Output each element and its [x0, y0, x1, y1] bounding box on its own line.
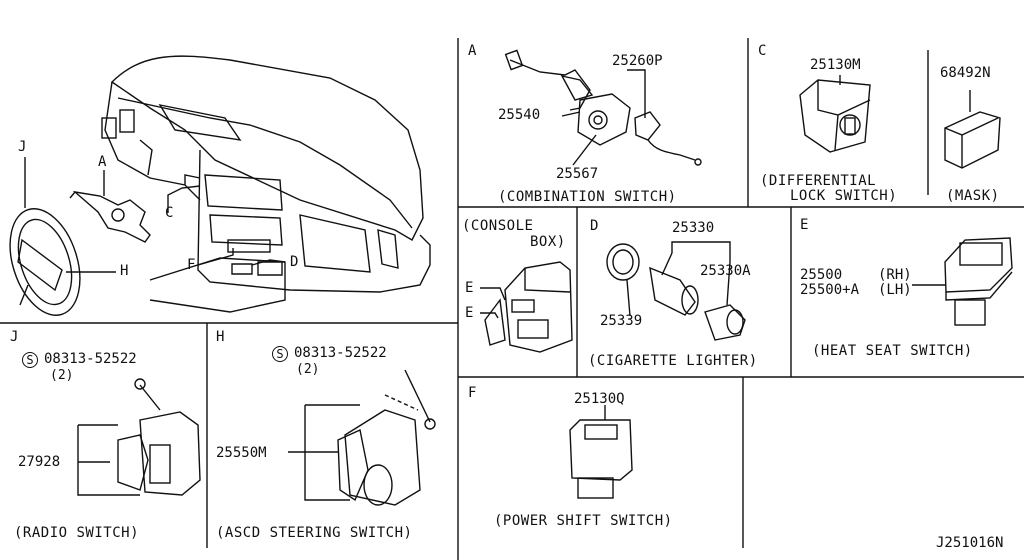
part-25130Q: 25130Q: [574, 391, 625, 407]
dashboard-illustration: [101, 55, 431, 313]
section-D-letter: D: [590, 218, 599, 234]
callout-A: A: [98, 154, 107, 170]
caption-combination-switch: (COMBINATION SWITCH): [498, 189, 677, 205]
caption-heat-seat-switch: (HEAT SEAT SWITCH): [812, 343, 973, 359]
power-shift-switch-illustration: [569, 405, 633, 499]
steering-wheel-illustration: [9, 208, 81, 316]
console-box-title-line1: (CONSOLE: [462, 218, 534, 234]
section-C-letter: C: [758, 43, 767, 59]
part-25500-side: (RH): [878, 267, 912, 283]
part-25330: 25330: [672, 220, 715, 236]
overview-combination-switch: [69, 190, 151, 243]
differential-lock-switch-illustration: [799, 75, 871, 153]
console-box-illustration: [480, 261, 573, 353]
part-25540: 25540: [498, 107, 541, 123]
mask-illustration: [944, 90, 1001, 169]
caption-differential-line1: (DIFFERENTIAL: [760, 173, 877, 189]
screw-symbol-H: S: [272, 346, 288, 362]
part-25260P: 25260P: [612, 53, 663, 69]
caption-cigarette-lighter: (CIGARETTE LIGHTER): [588, 353, 758, 369]
callout-F: F: [187, 257, 196, 273]
section-F-letter: F: [468, 385, 477, 401]
part-25500: 25500: [800, 267, 843, 283]
ascd-steering-switch-illustration: [288, 369, 436, 506]
console-callout-E-1: E: [465, 280, 474, 296]
part-25550M: 25550M: [216, 445, 267, 461]
section-H-letter: H: [216, 329, 225, 345]
screw-qty-J: (2): [50, 368, 74, 383]
part-27928: 27928: [18, 454, 61, 470]
part-25130M: 25130M: [810, 57, 861, 73]
section-A-letter: A: [468, 43, 477, 59]
console-box-title-line2: BOX): [530, 234, 566, 250]
part-25567: 25567: [556, 166, 599, 182]
cigarette-lighter-illustration: [606, 241, 746, 341]
section-J-letter: J: [10, 329, 19, 345]
combination-switch-illustration: [504, 49, 702, 166]
panel-dividers: [0, 38, 1024, 560]
screw-part-H: 08313-52522: [294, 345, 387, 361]
callout-D: D: [290, 254, 299, 270]
overview-leaders: [24, 157, 286, 273]
radio-switch-illustration: [77, 378, 201, 496]
section-E-letter: E: [800, 217, 809, 233]
part-68492N: 68492N: [940, 65, 991, 81]
caption-ascd-steering-switch: (ASCD STEERING SWITCH): [216, 525, 413, 541]
console-callout-E-2: E: [465, 305, 474, 321]
heat-seat-switch-illustration: [912, 237, 1013, 326]
callout-C: C: [165, 205, 174, 221]
part-25500A: 25500+A: [800, 282, 860, 298]
callout-J: J: [18, 139, 27, 155]
screw-qty-H: (2): [296, 362, 320, 377]
caption-mask: (MASK): [946, 188, 1000, 204]
caption-radio-switch: (RADIO SWITCH): [14, 525, 140, 541]
screw-part-J: 08313-52522: [44, 351, 137, 367]
diagram-code: J251016N: [936, 535, 1004, 551]
screw-symbol-J: S: [22, 352, 38, 368]
part-25330A: 25330A: [700, 263, 751, 279]
callout-H: H: [120, 263, 129, 279]
part-25339: 25339: [600, 313, 643, 329]
caption-power-shift-switch: (POWER SHIFT SWITCH): [494, 513, 673, 529]
caption-differential-line2: LOCK SWITCH): [790, 188, 898, 204]
part-25500A-side: (LH): [878, 282, 912, 298]
